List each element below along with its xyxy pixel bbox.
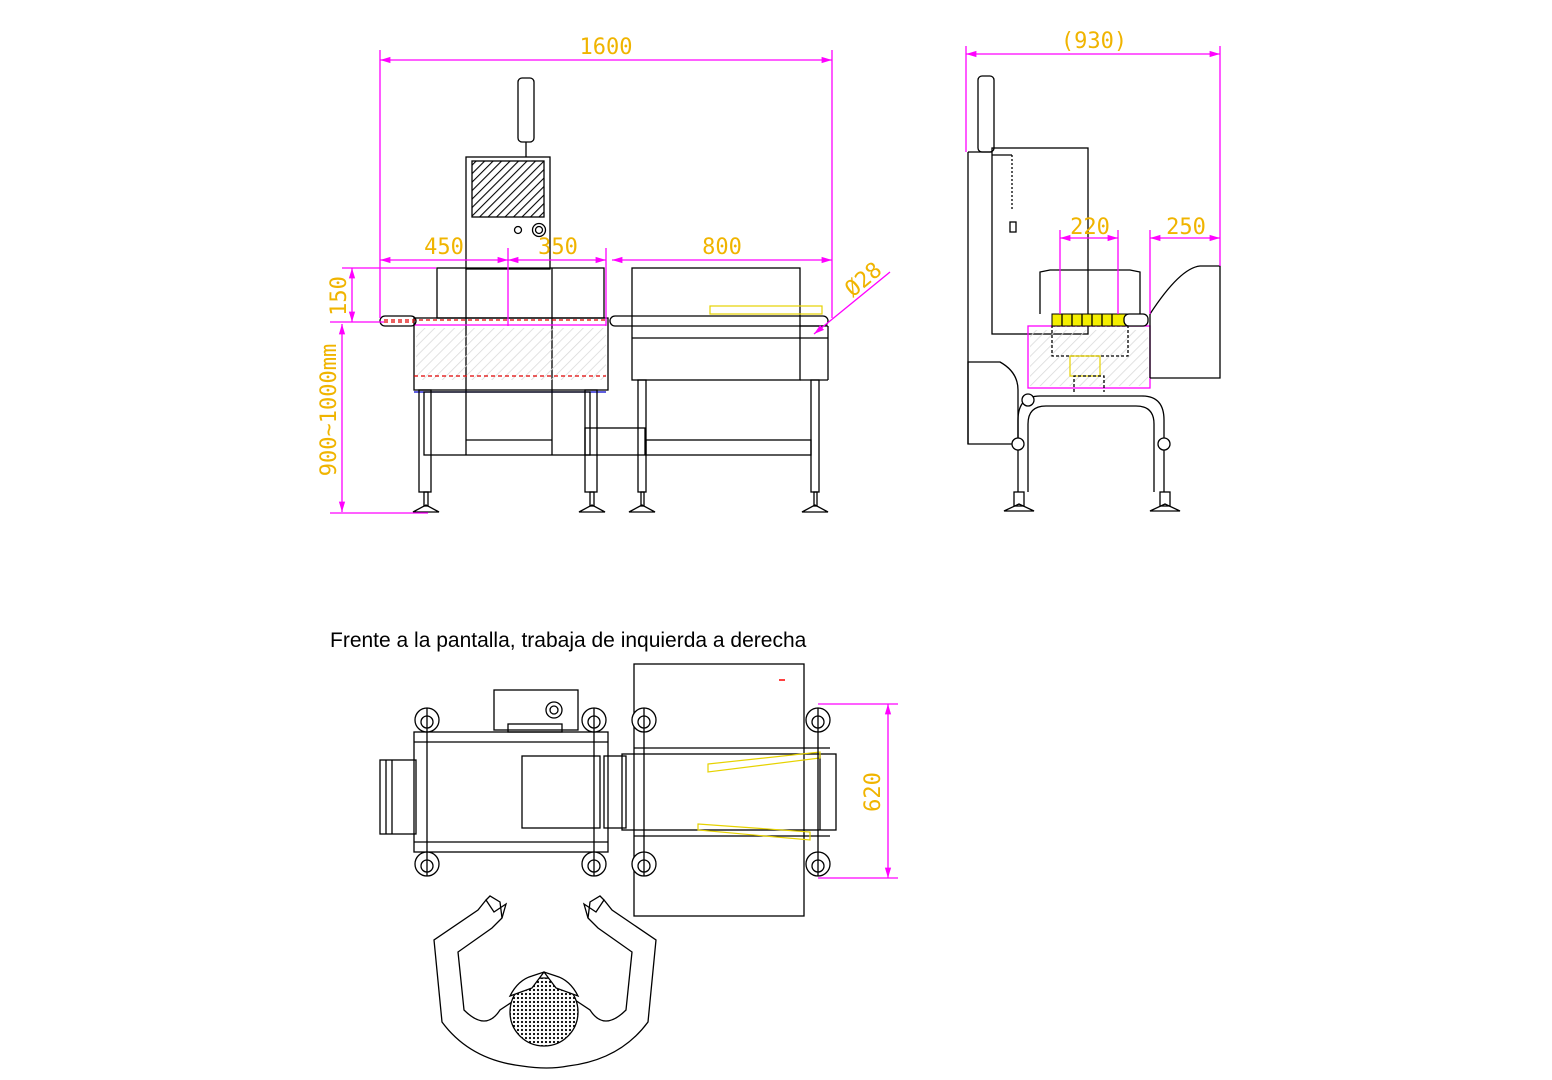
display-screen (471, 160, 545, 218)
knob-icon (531, 222, 547, 238)
dim-roller-diameter: Ø28 (841, 258, 888, 303)
operator-icon (433, 895, 657, 1069)
dim-220: 220 (1070, 215, 1110, 240)
dim-450: 450 (424, 235, 464, 260)
front-view (379, 77, 829, 513)
dim-620: 620 (861, 772, 886, 812)
dim-350: 350 (538, 235, 578, 260)
dim-150: 150 (327, 276, 352, 316)
dim-900-1000mm: 900~1000mm (317, 344, 342, 476)
operator-head (509, 977, 579, 1047)
dim-800: 800 (702, 235, 742, 260)
top-view (379, 663, 837, 917)
front-dimensions: 1600 450 350 800 150 900~1000mm Ø28 (317, 35, 891, 514)
side-view (967, 75, 1221, 512)
top-dimensions: 620 (818, 703, 898, 879)
button-icon (513, 225, 523, 235)
dim-1600: 1600 (580, 35, 633, 60)
signal-tower-side (977, 75, 995, 153)
caster-icon (631, 707, 831, 877)
dim-250: 250 (1166, 215, 1206, 240)
dim-930: (930) (1061, 29, 1127, 54)
side-dimensions: (930) 220 250 (965, 29, 1221, 314)
caster-icon (414, 707, 607, 877)
caption-text: Frente a la pantalla, trabaja de inquier… (330, 629, 807, 652)
signal-tower (517, 77, 535, 143)
